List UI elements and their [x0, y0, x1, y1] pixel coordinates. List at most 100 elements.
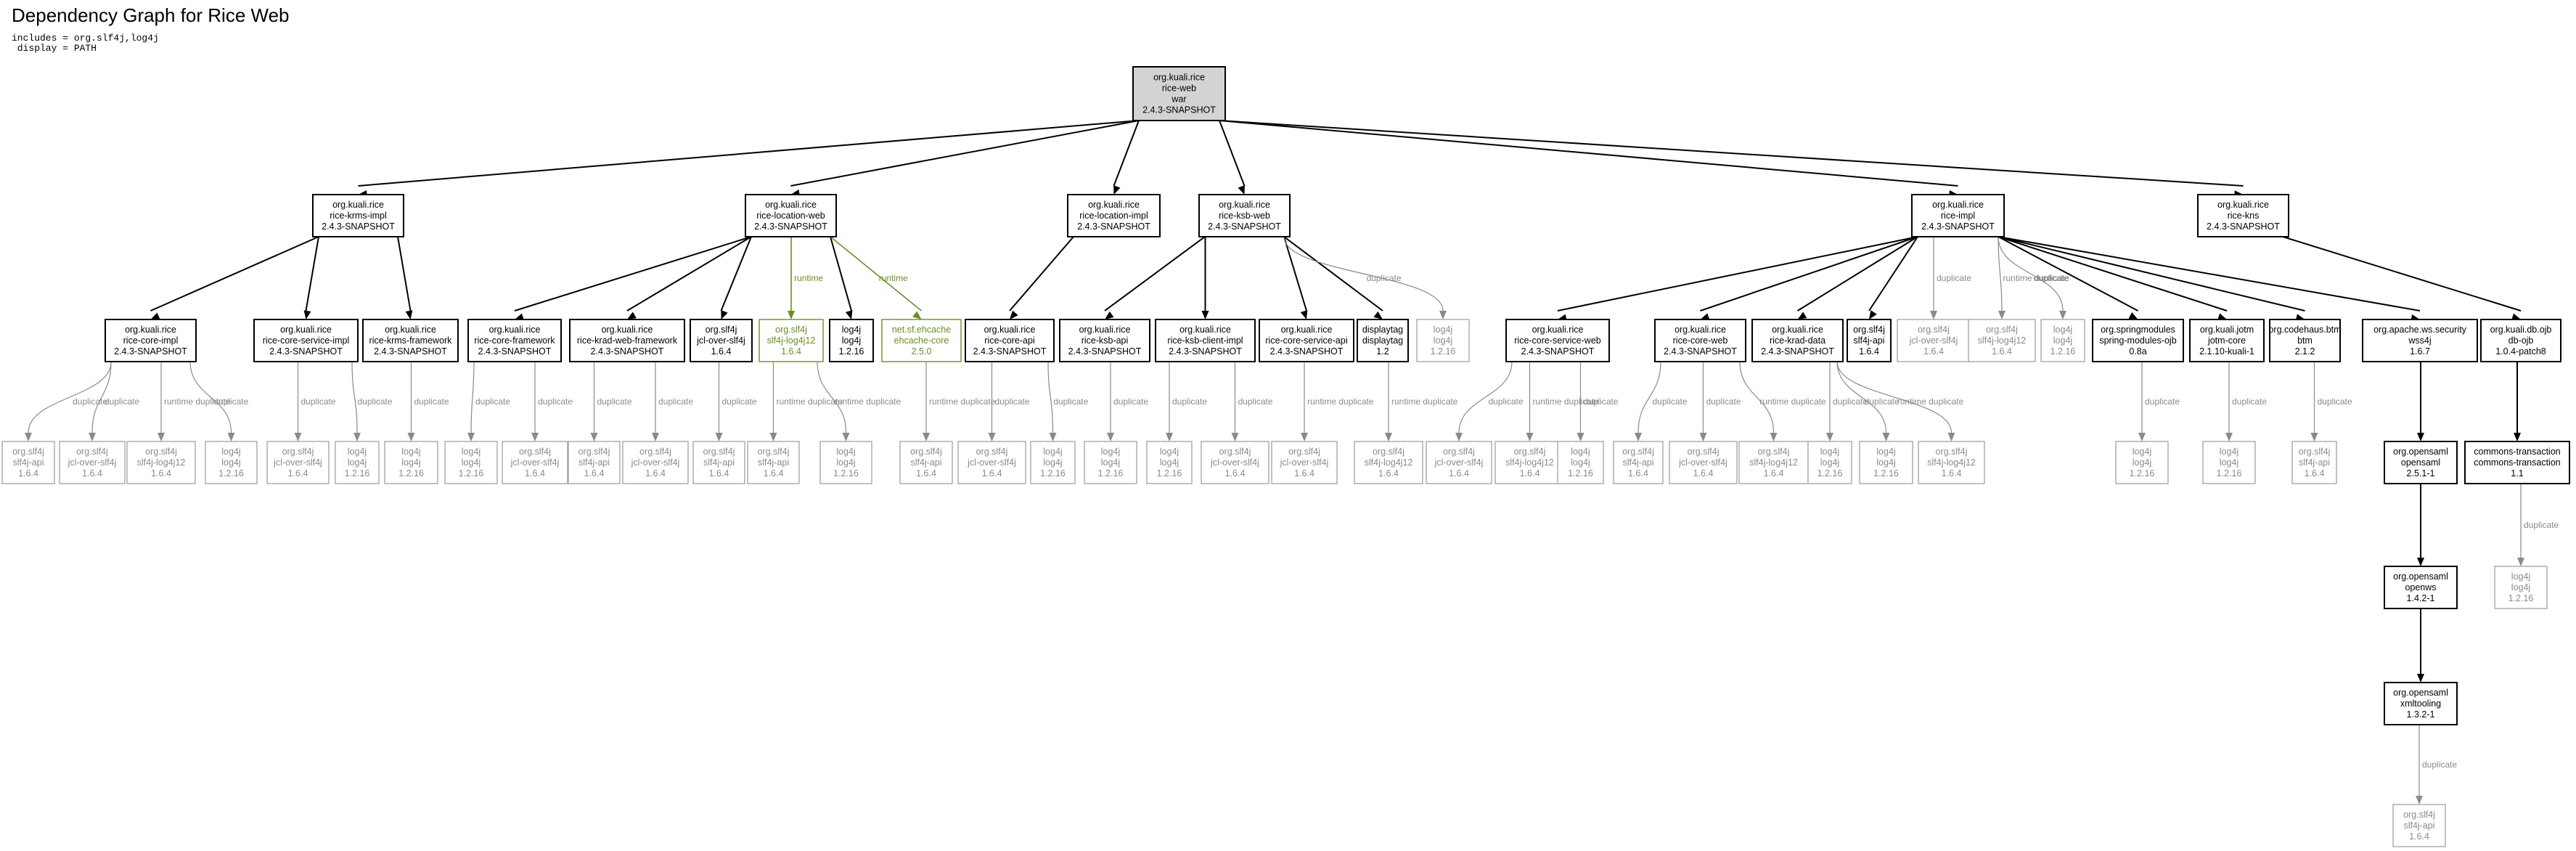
node-box [384, 441, 438, 484]
node-box [1557, 441, 1604, 484]
node-box [502, 441, 568, 484]
edge-label: duplicate [995, 396, 1030, 407]
node-label-line: 2.4.3-SNAPSHOT [1068, 346, 1142, 357]
edge-ksb-web-to-displaytag [1283, 236, 1383, 319]
node-label-line: jcl-over-slf4j [696, 335, 745, 346]
node-label-line: openws [2405, 582, 2436, 593]
edge-label: duplicate [213, 396, 248, 407]
node-box [759, 319, 824, 362]
node-label-line: 1.2.16 [2217, 468, 2242, 479]
node-label-line: 1.6.4 [781, 346, 801, 357]
edge-core-impl-to-l3: runtime duplicate [158, 362, 231, 441]
edge-root-to-ksb-web [1219, 120, 1246, 195]
node-box [1416, 319, 1470, 362]
node-label-line: rice-krad-data [1770, 335, 1825, 346]
includes-param: includes = org.slf4j,log4j [12, 33, 159, 44]
edge-label: duplicate [1653, 396, 1688, 407]
node-box [1495, 441, 1565, 484]
node-box [362, 319, 459, 362]
edge-line [91, 361, 112, 433]
edge-db-ojb-to-commons-transaction [2514, 362, 2521, 441]
edge-root-to-location-impl [1113, 120, 1140, 195]
edge-label: duplicate [2232, 396, 2267, 407]
node-box [2197, 194, 2289, 237]
node-label-line: jotm-core [2207, 335, 2246, 346]
node-box [467, 319, 562, 362]
node-box [1084, 441, 1137, 484]
node-box [1259, 319, 1354, 362]
edge-line [1113, 120, 1140, 187]
edge-krad-web-framework-to-l11: duplicate [652, 362, 693, 441]
edge-arrowhead [227, 433, 235, 441]
edge-commons-transaction-to-d-ct-log4j: duplicate [2517, 484, 2559, 566]
node-label-line: log4j [462, 447, 481, 457]
node-label-line: 1.6.4 [916, 468, 936, 479]
node-label-line: 2.1.10-kuali-1 [2199, 346, 2254, 357]
node-box [2384, 566, 2458, 609]
node-label-line: btm [2297, 335, 2313, 346]
node-box [1201, 441, 1269, 484]
node-label-line: log4j [1101, 447, 1120, 457]
edge-location-web-to-slf4j-log4j12-rt: runtime [788, 237, 823, 319]
edge-line [1219, 120, 2244, 187]
node-label-line: 1.6.4 [1942, 468, 1962, 479]
edge-label: runtime duplicate [1759, 396, 1826, 407]
node-label-line: 1.2.16 [2050, 346, 2076, 357]
edge-displaytag-to-l22: runtime duplicate [1385, 361, 1458, 441]
edge-krad-data-to-l29: duplicate [1826, 362, 1868, 441]
nodes-layer: org.kuali.ricerice-webwar2.4.3-SNAPSHOTo… [1, 66, 2570, 847]
edge-arrowhead [1373, 311, 1383, 319]
edge-arrowhead [1700, 313, 1710, 320]
edge-core-api-to-l16: duplicate [988, 361, 1030, 441]
node-krad-web-framework: org.kuali.ricerice-krad-web-framework2.4… [569, 319, 685, 362]
edge-location-web-to-jcl-over-slf4j [720, 236, 752, 319]
edge-jcl-over-slf4j-to-l12: duplicate [715, 362, 757, 441]
edge-line [1557, 236, 1918, 312]
node-label-line: 1.1 [2511, 468, 2523, 479]
node-label-line: org.slf4j [282, 447, 314, 457]
edge-label: duplicate [2318, 396, 2352, 407]
edge-arrowhead [842, 433, 850, 441]
edge-core-web-to-l27: duplicate [1699, 362, 1741, 441]
node-label-line: jcl-over-slf4j [1434, 457, 1484, 468]
node-box [105, 319, 197, 362]
edge-line [189, 361, 232, 433]
edge-line [305, 236, 319, 312]
edge-arrowhead [2138, 433, 2146, 441]
edge-label: duplicate [1113, 396, 1148, 407]
node-label-line: rice-impl [1941, 211, 1975, 221]
edge-label: duplicate [597, 396, 632, 407]
edge-arrowhead [912, 311, 922, 319]
node-label-line: org.kuali.rice [1179, 325, 1231, 335]
edge-arrowhead [294, 433, 302, 441]
node-core-web: org.kuali.ricerice-core-web2.4.3-SNAPSHO… [1654, 319, 1746, 362]
node-box [1859, 441, 1913, 484]
node-label-line: org.slf4j [1443, 447, 1475, 457]
edge-ksb-web-to-d-ksbweb-log4j: duplicate [1283, 236, 1447, 319]
node-label-line: org.kuali.rice [332, 200, 384, 210]
page-title: Dependency Graph for Rice Web [12, 4, 290, 26]
node-label-line: org.kuali.rice [765, 200, 817, 210]
edge-arrowhead [845, 310, 853, 319]
node-label-line: log4j [401, 457, 420, 468]
node-label-line: jcl-over-slf4j [510, 457, 560, 468]
node-box [126, 441, 196, 484]
node-label-line: rice-krms-framework [369, 335, 453, 346]
node-label-line: log4j [1434, 325, 1452, 335]
node-label-line: org.kuali.rice [1088, 200, 1140, 210]
edge-label: duplicate [1367, 273, 1402, 283]
edge-location-impl-to-core-api [1009, 236, 1074, 319]
edge-krms-framework-to-l7: duplicate [407, 362, 449, 441]
node-label-line: org.kuali.rice [125, 325, 176, 335]
edge-label: duplicate [1489, 396, 1524, 407]
